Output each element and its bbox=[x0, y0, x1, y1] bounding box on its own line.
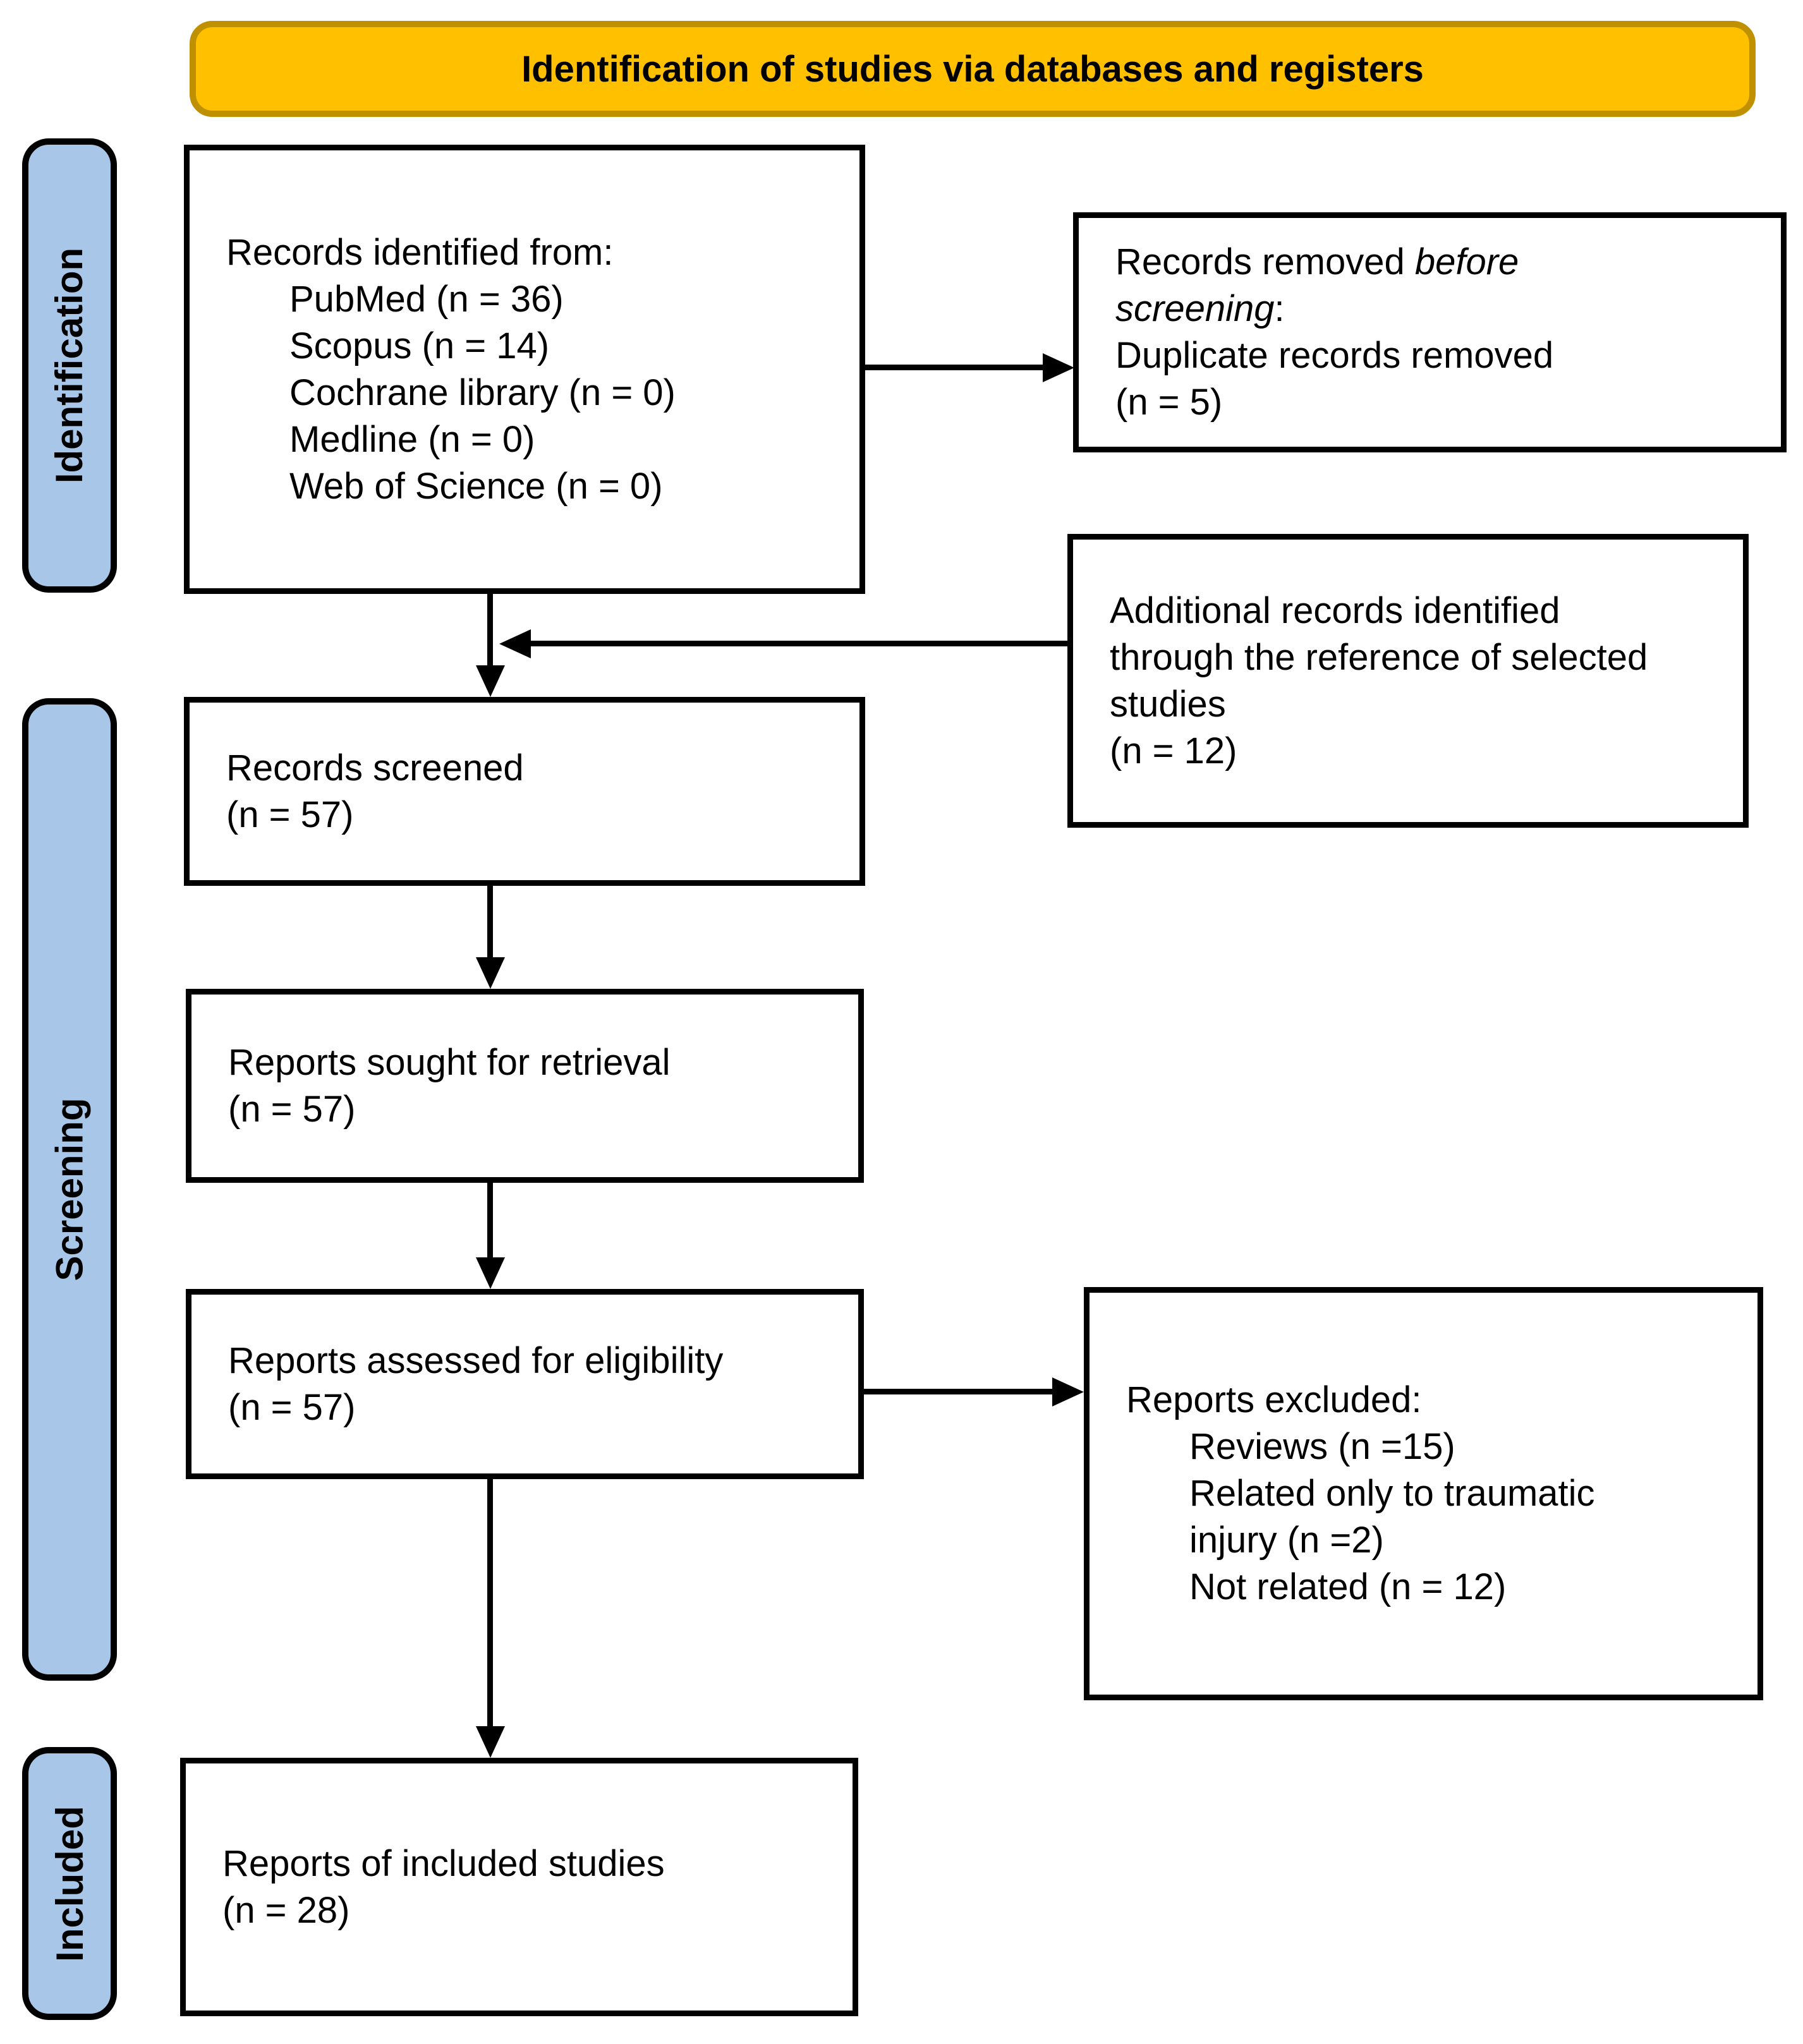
records-removed-line2-normal: : bbox=[1274, 288, 1285, 329]
records-removed-line3: Duplicate records removed bbox=[1115, 335, 1554, 376]
records-identified-item: Scopus (n = 14) bbox=[289, 325, 550, 366]
stage-label-included: Included bbox=[22, 1747, 117, 2020]
records-removed-line1-italic: before bbox=[1414, 241, 1519, 282]
arrow-line bbox=[864, 1389, 1053, 1394]
box-reports-included: Reports of included studies (n = 28) bbox=[180, 1758, 858, 2016]
records-removed-line2: screening: bbox=[1115, 286, 1759, 332]
records-identified-item: Medline (n = 0) bbox=[289, 418, 535, 460]
arrowhead-down-icon bbox=[476, 1257, 505, 1289]
stage-label-screening-text: Screening bbox=[48, 1098, 91, 1281]
arrowhead-right-icon bbox=[1052, 1377, 1084, 1406]
arrow-line bbox=[487, 886, 493, 959]
arrowhead-down-icon bbox=[476, 1726, 505, 1758]
arrowhead-left-icon bbox=[499, 629, 531, 658]
records-screened-line1: Records screened bbox=[226, 747, 524, 789]
additional-records-line: studies bbox=[1110, 683, 1226, 725]
arrow-line bbox=[487, 1183, 493, 1259]
records-removed-line2-italic: screening bbox=[1115, 288, 1275, 329]
arrowhead-down-icon bbox=[476, 957, 505, 989]
records-screened-line2: (n = 57) bbox=[226, 794, 354, 835]
arrow-line bbox=[865, 365, 1045, 370]
records-identified-item: PubMed (n = 36) bbox=[289, 278, 564, 320]
reports-included-line2: (n = 28) bbox=[222, 1889, 350, 1931]
box-reports-assessed: Reports assessed for eligibility (n = 57… bbox=[186, 1289, 864, 1479]
stage-label-identification: Identification bbox=[22, 138, 117, 593]
stage-label-included-text: Included bbox=[48, 1805, 91, 1962]
reports-excluded-item: Reviews (n =15) bbox=[1189, 1426, 1455, 1467]
additional-records-line: Additional records identified bbox=[1110, 590, 1560, 631]
stage-label-screening: Screening bbox=[22, 698, 117, 1681]
additional-records-line: through the reference of selected bbox=[1110, 636, 1648, 678]
box-records-identified: Records identified from: PubMed (n = 36)… bbox=[184, 145, 865, 594]
reports-sought-line2: (n = 57) bbox=[228, 1088, 356, 1130]
reports-assessed-line2: (n = 57) bbox=[228, 1386, 356, 1428]
records-removed-line1: Records removed before bbox=[1115, 239, 1759, 286]
box-records-screened: Records screened (n = 57) bbox=[184, 697, 865, 886]
reports-included-line1: Reports of included studies bbox=[222, 1842, 665, 1884]
records-removed-line4: (n = 5) bbox=[1115, 382, 1223, 423]
reports-sought-line1: Reports sought for retrieval bbox=[228, 1041, 671, 1083]
diagram-title-banner: Identification of studies via databases … bbox=[190, 21, 1756, 117]
reports-excluded-item: injury (n =2) bbox=[1189, 1520, 1384, 1561]
records-identified-intro: Records identified from: bbox=[226, 231, 614, 273]
records-identified-item: Web of Science (n = 0) bbox=[289, 465, 663, 507]
box-records-removed: Records removed before screening: Duplic… bbox=[1073, 212, 1787, 452]
diagram-title: Identification of studies via databases … bbox=[521, 48, 1424, 90]
arrow-line bbox=[487, 1479, 493, 1727]
box-reports-sought: Reports sought for retrieval (n = 57) bbox=[186, 989, 864, 1183]
arrowhead-right-icon bbox=[1043, 353, 1074, 382]
stage-label-identification-text: Identification bbox=[48, 247, 91, 484]
box-additional-records: Additional records identified through th… bbox=[1067, 534, 1749, 828]
reports-excluded-intro: Reports excluded: bbox=[1126, 1379, 1422, 1420]
box-reports-excluded: Reports excluded: Reviews (n =15) Relate… bbox=[1084, 1287, 1763, 1700]
arrow-line bbox=[531, 641, 1067, 646]
records-removed-line1-normal: Records removed bbox=[1115, 241, 1415, 282]
records-identified-item: Cochrane library (n = 0) bbox=[289, 372, 676, 413]
reports-excluded-item: Not related (n = 12) bbox=[1189, 1566, 1507, 1607]
reports-assessed-line1: Reports assessed for eligibility bbox=[228, 1339, 724, 1381]
additional-records-line: (n = 12) bbox=[1110, 730, 1237, 771]
arrow-line bbox=[487, 594, 493, 667]
arrowhead-down-icon bbox=[476, 665, 505, 697]
reports-excluded-item: Related only to traumatic bbox=[1189, 1473, 1595, 1514]
